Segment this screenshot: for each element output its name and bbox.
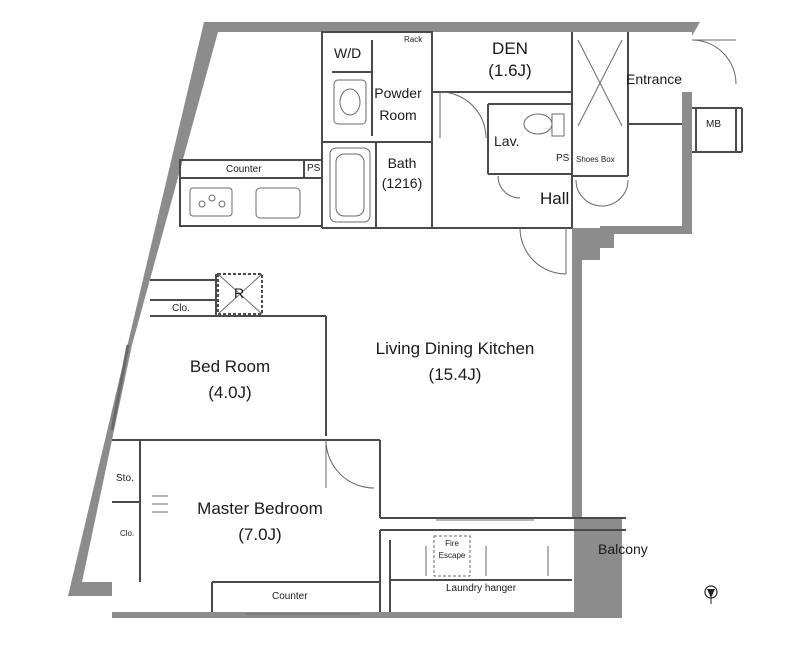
bedroom-size: (4.0J)	[208, 383, 252, 402]
ps-hall-label: PS	[556, 153, 570, 164]
storage-label: Sto.	[116, 473, 134, 484]
ldk-label: Living Dining Kitchen	[375, 339, 535, 358]
shoes-box-label: Shoes Box	[576, 155, 615, 164]
wd-label: W/D	[334, 45, 362, 61]
north-arrow-icon	[704, 585, 718, 604]
entrance-label: Entrance	[626, 71, 683, 87]
refrigerator-label: R	[234, 285, 245, 301]
mb-label: MB	[706, 119, 721, 130]
bedroom-closet-label: Clo.	[172, 303, 190, 314]
rack-label: Rack	[404, 35, 423, 44]
powder-room-line2: Room	[379, 107, 417, 123]
fire-escape-line1: Fire	[445, 539, 459, 548]
balcony-label: Balcony	[598, 541, 648, 557]
den-label: DEN	[492, 39, 528, 58]
ps-kitchen-label: PS	[307, 163, 321, 174]
interior-walls	[112, 31, 743, 612]
kitchen-counter-label: Counter	[226, 164, 262, 175]
ldk-size: (15.4J)	[428, 365, 482, 384]
fire-escape-line2: Escape	[438, 551, 466, 560]
bath-size: (1216)	[381, 175, 423, 191]
bedroom-label: Bed Room	[189, 357, 271, 376]
den-size: (1.6J)	[488, 61, 532, 80]
lav-label: Lav.	[494, 133, 520, 149]
master-bedroom-label: Master Bedroom	[197, 499, 323, 518]
fixtures	[110, 39, 623, 615]
master-closet-label: Clo.	[120, 529, 135, 538]
laundry-hanger-label: Laundry hanger	[446, 583, 517, 594]
hall-label: Hall	[540, 189, 570, 208]
bottom-counter-label: Counter	[272, 591, 308, 602]
bath-label: Bath	[387, 155, 417, 171]
exterior-walls	[68, 22, 700, 618]
powder-room-line1: Powder	[374, 85, 422, 101]
master-bedroom-size: (7.0J)	[238, 525, 282, 544]
door-swings	[325, 39, 737, 489]
